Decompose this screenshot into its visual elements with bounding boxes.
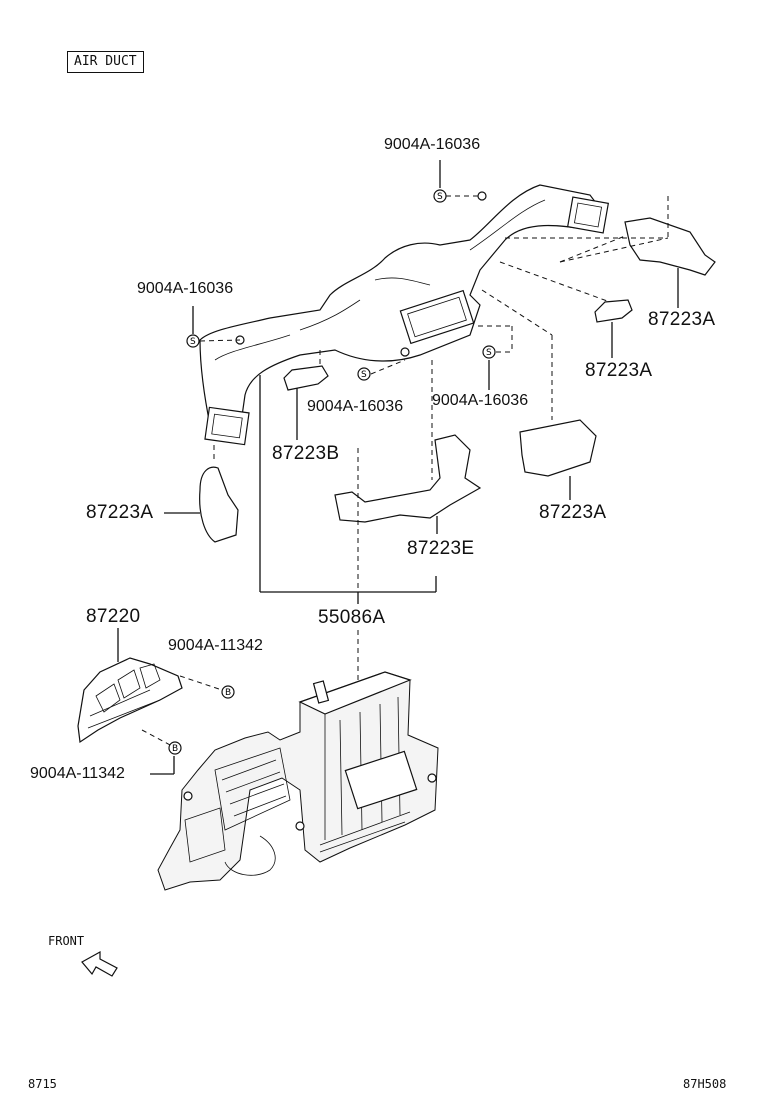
- part-number-duct-lower: 87220: [86, 606, 141, 627]
- marker-s-left: S: [190, 337, 196, 347]
- part-number-seal-left: 87223A: [86, 502, 154, 523]
- footer-right-code: 87H508: [683, 1077, 727, 1091]
- fastener-markers: [168, 189, 496, 755]
- footer-left-code: 8715: [28, 1077, 57, 1091]
- front-arrow-icon: [81, 950, 118, 977]
- heater-unit: [157, 671, 439, 891]
- leader-lines: [117, 160, 679, 775]
- part-number-seal-right-upper: 87223A: [648, 309, 716, 330]
- part-number-seal-b: 87223B: [272, 443, 340, 464]
- part-number-assembly: 55086A: [318, 607, 386, 628]
- part-number-bolt-mid-right: 9004A-16036: [432, 392, 529, 409]
- marker-b-upper: B: [225, 688, 231, 698]
- part-number-seal-right-lower: 87223A: [539, 502, 607, 523]
- part-number-seal-right-mid: 87223A: [585, 360, 653, 381]
- lower-duct: [77, 657, 183, 744]
- seal-shapes: [199, 217, 716, 543]
- marker-s-mid: S: [361, 370, 367, 380]
- part-number-bolt-mid-left: 9004A-16036: [307, 398, 404, 415]
- part-number-bolt-top: 9004A-16036: [384, 136, 481, 153]
- marker-s-right: S: [486, 348, 492, 358]
- section-title: AIR DUCT: [67, 51, 144, 73]
- part-number-bolt-lower-upper: 9004A-11342: [168, 637, 263, 654]
- front-label: FRONT: [48, 934, 85, 948]
- marker-letters: S S S S B B: [172, 192, 492, 754]
- part-number-seal-e: 87223E: [407, 538, 475, 559]
- upper-air-duct: [199, 184, 610, 446]
- part-number-bolt-lower-lower: 9004A-11342: [30, 765, 125, 782]
- part-number-bolt-left: 9004A-16036: [137, 280, 234, 297]
- marker-b-lower: B: [172, 744, 178, 754]
- marker-s-top: S: [437, 192, 443, 202]
